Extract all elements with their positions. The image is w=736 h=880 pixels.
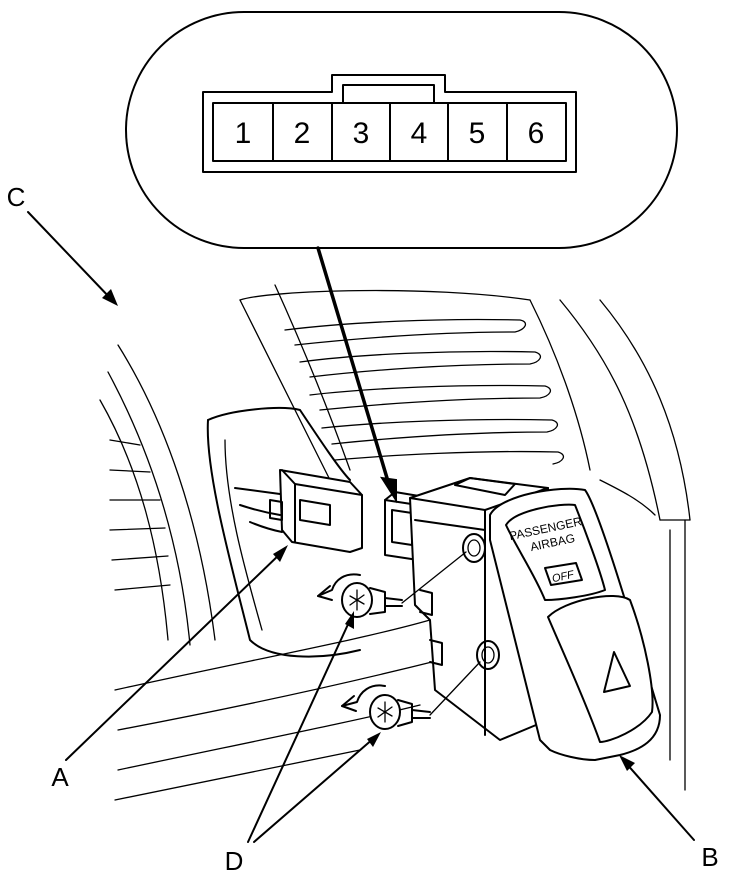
screw-alignment-lines	[401, 551, 481, 716]
callout-a: A	[51, 762, 69, 792]
lower-screw	[369, 694, 431, 730]
dash-opening	[206, 407, 361, 658]
pin-4-label: 4	[411, 117, 428, 150]
pin-6-label: 6	[528, 117, 545, 150]
dashboard-panel	[99, 284, 691, 801]
harness-connector	[234, 469, 363, 553]
mounting-screws	[317, 573, 431, 730]
upper-screw	[341, 582, 403, 618]
callout-d: D	[225, 846, 244, 876]
connector-face-outline	[202, 74, 577, 173]
pin-3-label: 3	[353, 117, 370, 150]
upper-rotation-arrow	[317, 573, 361, 597]
detail-bubble-outline	[125, 11, 678, 249]
lower-rotation-arrow	[341, 684, 386, 707]
connector-detail-bubble: 1 2 3 4 5 6	[125, 11, 678, 249]
pin-2-label: 2	[294, 117, 311, 150]
callout-c: C	[7, 182, 26, 212]
detail-leader	[316, 246, 397, 504]
off-indicator-text: OFF	[551, 569, 576, 586]
airbag-switch-body	[384, 477, 661, 761]
pin-1-label: 1	[235, 117, 252, 150]
callout-b: B	[701, 842, 718, 872]
pin-5-label: 5	[469, 117, 486, 150]
callout-leaders	[27, 211, 695, 843]
